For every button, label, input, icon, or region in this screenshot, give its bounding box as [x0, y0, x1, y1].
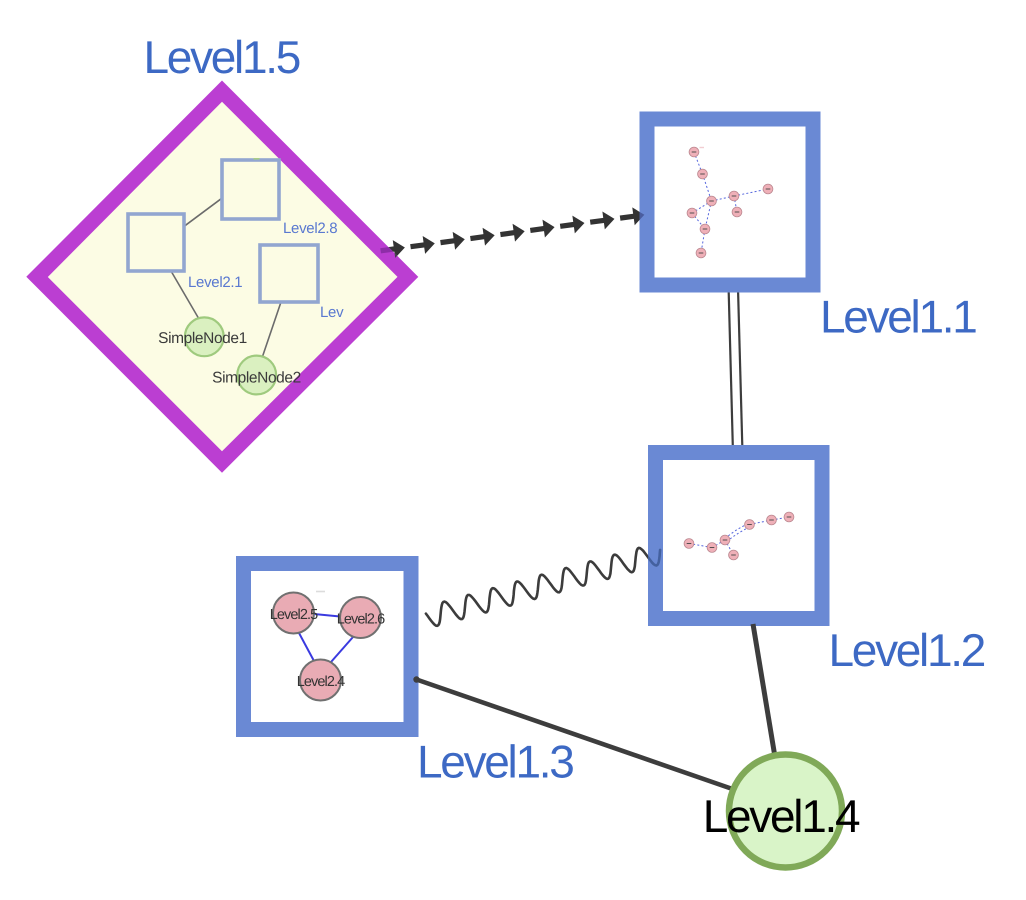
svg-text:Level2.4: Level2.4	[297, 674, 345, 690]
svg-text:Level1.2: Level1.2	[829, 624, 985, 676]
svg-text:SimpleNode2: SimpleNode2	[212, 369, 301, 386]
svg-text:Level2.5: Level2.5	[270, 607, 318, 623]
svg-text:Level1.1: Level1.1	[820, 291, 976, 343]
svg-text:Level1.3: Level1.3	[417, 736, 573, 788]
svg-text:Level1.5: Level1.5	[144, 31, 300, 83]
svg-text:Level2.8: Level2.8	[283, 220, 337, 237]
svg-text:Level1.4: Level1.4	[703, 790, 860, 842]
svg-text:Level2.6: Level2.6	[337, 612, 385, 628]
svg-text:Lev: Lev	[320, 304, 344, 321]
svg-text:Level2.1: Level2.1	[188, 274, 242, 291]
svg-text:SimpleNode1: SimpleNode1	[158, 330, 247, 347]
